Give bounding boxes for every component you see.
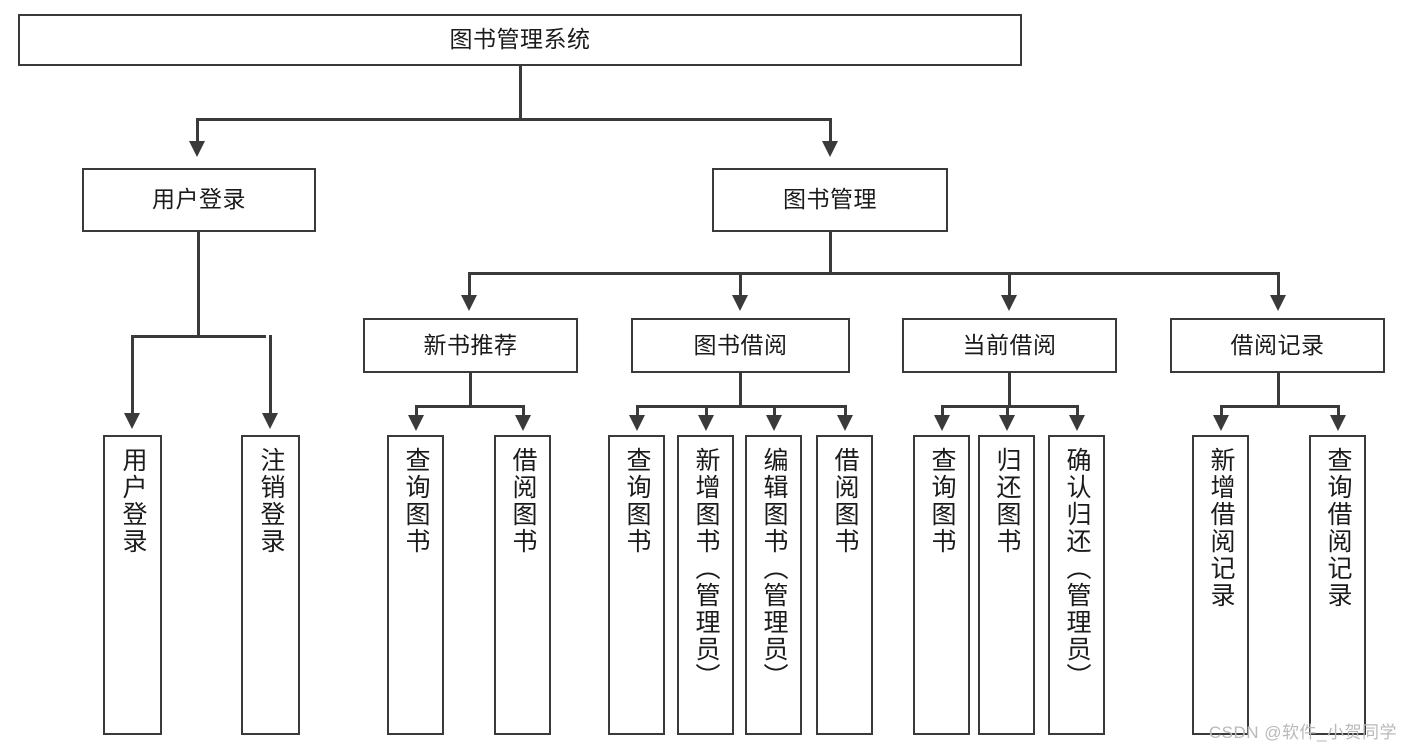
watermark-text: CSDN @软件_小贺同学 [1208,723,1397,742]
connector-bb-stem [739,373,742,405]
node-leaf-query-record-label: 查询借阅记录 [1324,447,1352,609]
node-leaf-add-book[interactable]: 新增图书（管理员） [677,435,734,735]
connector-br-bus [1220,405,1340,408]
node-current-borrow-label: 当前借阅 [962,331,1057,358]
connector-drop-borrow-record [1277,272,1280,297]
connector-bb-bus [636,405,846,408]
arrowhead-leaf-query-record [1330,415,1346,431]
connector-drop-leaf-confirm-return [1076,405,1079,417]
connector-drop-leaf-borrow-book-2 [844,405,847,417]
arrowhead-new-book-recommend [461,295,477,311]
connector-drop-user-login [196,118,199,143]
node-leaf-borrow-book-1[interactable]: 借阅图书 [494,435,551,735]
connector-drop-leaf-query-book-1 [415,405,418,417]
node-leaf-logout-label: 注销登录 [257,447,285,555]
connector-drop-leaf-borrow-book-1 [522,405,525,417]
node-leaf-user-login-label: 用户登录 [119,447,147,555]
node-leaf-add-record[interactable]: 新增借阅记录 [1192,435,1249,735]
node-leaf-query-book-3-label: 查询图书 [928,447,956,555]
node-current-borrow[interactable]: 当前借阅 [902,318,1117,373]
node-leaf-confirm-return-label: 确认归还（管理员） [1063,447,1091,690]
arrowhead-borrow-record [1270,295,1286,311]
arrowhead-leaf-query-book-3 [934,415,950,431]
node-leaf-query-book-1-label: 查询图书 [402,447,430,555]
connector-drop-leaf-edit-book [773,405,776,417]
node-leaf-return-book[interactable]: 归还图书 [978,435,1035,735]
arrowhead-leaf-logout [262,413,278,429]
node-leaf-logout[interactable]: 注销登录 [241,435,300,735]
connector-drop-book-manage [829,118,832,143]
node-leaf-borrow-book-2-label: 借阅图书 [831,447,859,555]
node-leaf-query-book-1[interactable]: 查询图书 [387,435,444,735]
node-leaf-add-record-label: 新增借阅记录 [1207,447,1235,609]
node-book-borrow-label: 图书借阅 [693,331,788,358]
node-borrow-record[interactable]: 借阅记录 [1170,318,1385,373]
arrowhead-leaf-user-login [124,413,140,429]
connector-cb-stem [1008,373,1011,405]
arrowhead-leaf-edit-book [766,415,782,431]
connector-drop-leaf-add-record [1220,405,1223,417]
connector-drop-book-borrow [739,272,742,297]
node-leaf-edit-book-label: 编辑图书（管理员） [760,447,788,690]
connector-book-manage-stem [829,232,832,272]
connector-drop-leaf-logout [269,335,272,415]
node-book-manage[interactable]: 图书管理 [712,168,948,232]
arrowhead-leaf-add-record [1213,415,1229,431]
node-new-book-recommend[interactable]: 新书推荐 [363,318,578,373]
connector-drop-current-borrow [1008,272,1011,297]
connector-level2-bus [196,118,832,121]
node-leaf-edit-book[interactable]: 编辑图书（管理员） [745,435,802,735]
arrowhead-leaf-borrow-book-1 [515,415,531,431]
connector-drop-leaf-add-book [705,405,708,417]
node-leaf-query-book-2[interactable]: 查询图书 [608,435,665,735]
connector-user-login-stem [197,232,200,335]
connector-drop-leaf-query-book-2 [636,405,639,417]
arrowhead-leaf-borrow-book-2 [837,415,853,431]
node-user-login-label: 用户登录 [152,186,246,213]
node-leaf-add-book-label: 新增图书（管理员） [692,447,720,690]
node-leaf-query-book-3[interactable]: 查询图书 [913,435,970,735]
node-leaf-user-login[interactable]: 用户登录 [103,435,162,735]
arrowhead-book-borrow [732,295,748,311]
arrowhead-current-borrow [1001,295,1017,311]
connector-br-stem [1277,373,1280,405]
node-leaf-confirm-return[interactable]: 确认归还（管理员） [1048,435,1105,735]
connector-level3-bus [468,272,1280,275]
arrowhead-leaf-query-book-1 [408,415,424,431]
node-new-book-recommend-label: 新书推荐 [423,331,518,358]
node-leaf-return-book-label: 归还图书 [993,447,1021,555]
connector-drop-leaf-user-login [131,335,134,415]
arrowhead-leaf-confirm-return [1069,415,1085,431]
connector-nbr-bus [415,405,525,408]
node-leaf-borrow-book-2[interactable]: 借阅图书 [816,435,873,735]
connector-root-stem [519,66,522,118]
connector-nbr-stem [469,373,472,405]
node-user-login[interactable]: 用户登录 [82,168,316,232]
arrowhead-leaf-return-book [999,415,1015,431]
connector-cb-bus [941,405,1078,408]
node-book-manage-label: 图书管理 [783,186,877,213]
connector-drop-leaf-query-record [1337,405,1340,417]
node-leaf-query-record[interactable]: 查询借阅记录 [1309,435,1366,735]
node-root[interactable]: 图书管理系统 [18,14,1022,66]
node-book-borrow[interactable]: 图书借阅 [631,318,850,373]
arrowhead-book-manage [822,141,838,157]
arrowhead-leaf-query-book-2 [629,415,645,431]
node-leaf-query-book-2-label: 查询图书 [623,447,651,555]
node-root-label: 图书管理系统 [449,26,591,53]
node-borrow-record-label: 借阅记录 [1230,331,1325,358]
node-leaf-borrow-book-1-label: 借阅图书 [509,447,537,555]
connector-drop-leaf-return-book [1006,405,1009,417]
arrowhead-leaf-add-book [698,415,714,431]
arrowhead-user-login [189,141,205,157]
connector-user-login-bus [131,335,266,338]
connector-drop-new-book-recommend [468,272,471,297]
connector-drop-leaf-query-book-3 [941,405,944,417]
